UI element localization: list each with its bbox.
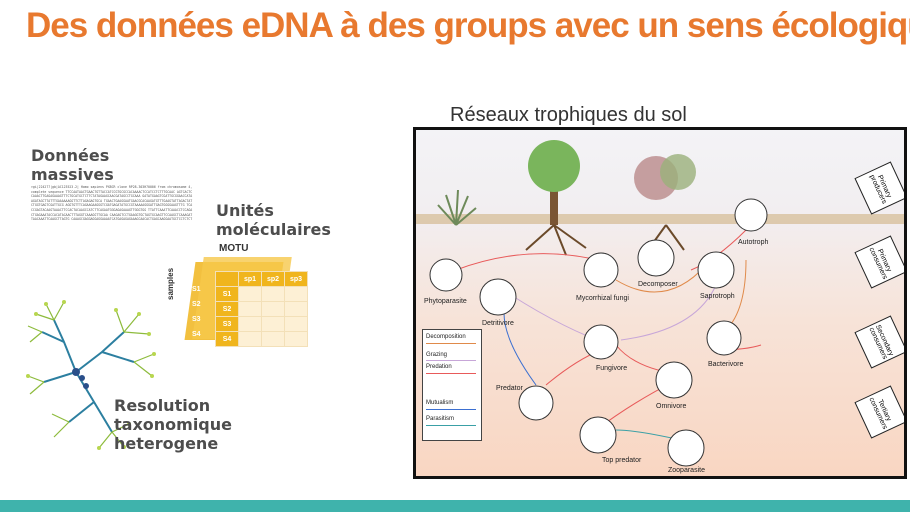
legend-label: Mutualism	[426, 400, 453, 406]
node-phytoparasite	[430, 259, 462, 291]
tree-plant	[526, 140, 586, 255]
food-web-svg: Autotroph Phytoparasite Detritivore Myco…	[416, 130, 904, 476]
table-header: sp3	[285, 272, 308, 287]
node-label: Phytoparasite	[424, 298, 467, 305]
massive-data-label: Données massives	[31, 146, 141, 184]
table-cell	[239, 302, 262, 317]
table-cell	[262, 302, 285, 317]
table-corner	[216, 272, 239, 287]
soil-surface	[416, 214, 904, 224]
node-detritivore	[480, 279, 516, 315]
table-cell	[239, 332, 262, 347]
back-row-label: S3	[192, 312, 201, 327]
node-predator	[519, 386, 553, 420]
node-label: Omnivore	[656, 403, 686, 410]
node-label: Mycorrhizal fungi	[576, 295, 629, 302]
table-header: sp1	[239, 272, 262, 287]
taxonomic-resolution-label: Resolution taxonomique heterogene	[114, 396, 244, 453]
node-label: Detritivore	[482, 320, 514, 327]
legend-line	[426, 360, 476, 361]
legend-line	[426, 373, 476, 374]
node-saprotroph	[698, 252, 734, 288]
molecular-units-label: Unités moléculaires	[216, 201, 336, 239]
otu-table: sp1 sp2 sp3 S1 S2 S3 S4	[215, 271, 308, 347]
food-web-title: Réseaux trophiques du sol	[450, 104, 687, 127]
back-row-labels: S1 S2 S3 S4	[192, 282, 201, 342]
food-web-diagram: Autotroph Phytoparasite Detritivore Myco…	[413, 127, 907, 479]
node-label: Top predator	[602, 457, 642, 464]
node-label: Decomposer	[638, 281, 678, 288]
table-cell	[285, 287, 308, 302]
table-cell	[262, 332, 285, 347]
table-header: sp2	[262, 272, 285, 287]
node-label: Bacterivore	[708, 361, 744, 368]
table-cell	[285, 332, 308, 347]
legend-label: Decomposition	[426, 334, 466, 340]
node-fungivore	[584, 325, 618, 359]
node-omnivore	[656, 362, 692, 398]
node-label: Zooparasite	[668, 467, 705, 474]
node-mycorrhizal	[584, 253, 618, 287]
food-web-legend: Decomposition Grazing Predation Mutualis…	[422, 329, 482, 441]
table-row-label: S1	[216, 287, 239, 302]
legend-line	[426, 409, 476, 410]
shrub-plant	[634, 154, 696, 250]
legend-line	[426, 425, 476, 426]
node-autotroph	[735, 199, 767, 231]
node-label: Fungivore	[596, 365, 627, 372]
legend-label: Grazing	[426, 352, 447, 358]
table-row-label: S4	[216, 332, 239, 347]
table-cell	[262, 317, 285, 332]
table-cell	[285, 317, 308, 332]
table-cell	[262, 287, 285, 302]
legend-line	[426, 343, 476, 344]
node-top-predator	[580, 417, 616, 453]
legend-label: Predation	[426, 364, 452, 370]
motu-label: MOTU	[219, 243, 248, 254]
table-cell	[239, 317, 262, 332]
node-label: Autotroph	[738, 239, 768, 246]
table-row-label: S3	[216, 317, 239, 332]
back-row-label: S4	[192, 327, 201, 342]
legend-label: Parasitism	[426, 416, 454, 422]
back-row-label: S2	[192, 297, 201, 312]
node-bacterivore	[707, 321, 741, 355]
back-row-label: S1	[192, 282, 201, 297]
node-decomposer	[638, 240, 674, 276]
node-label: Predator	[496, 385, 524, 392]
node-zooparasite	[668, 430, 704, 466]
node-label: Saprotroph	[700, 293, 735, 300]
table-cell	[285, 302, 308, 317]
footer-bar	[0, 500, 910, 512]
table-cell	[239, 287, 262, 302]
table-row-label: S2	[216, 302, 239, 317]
slide-title: Des données eDNA à des groups avec un se…	[26, 6, 910, 46]
